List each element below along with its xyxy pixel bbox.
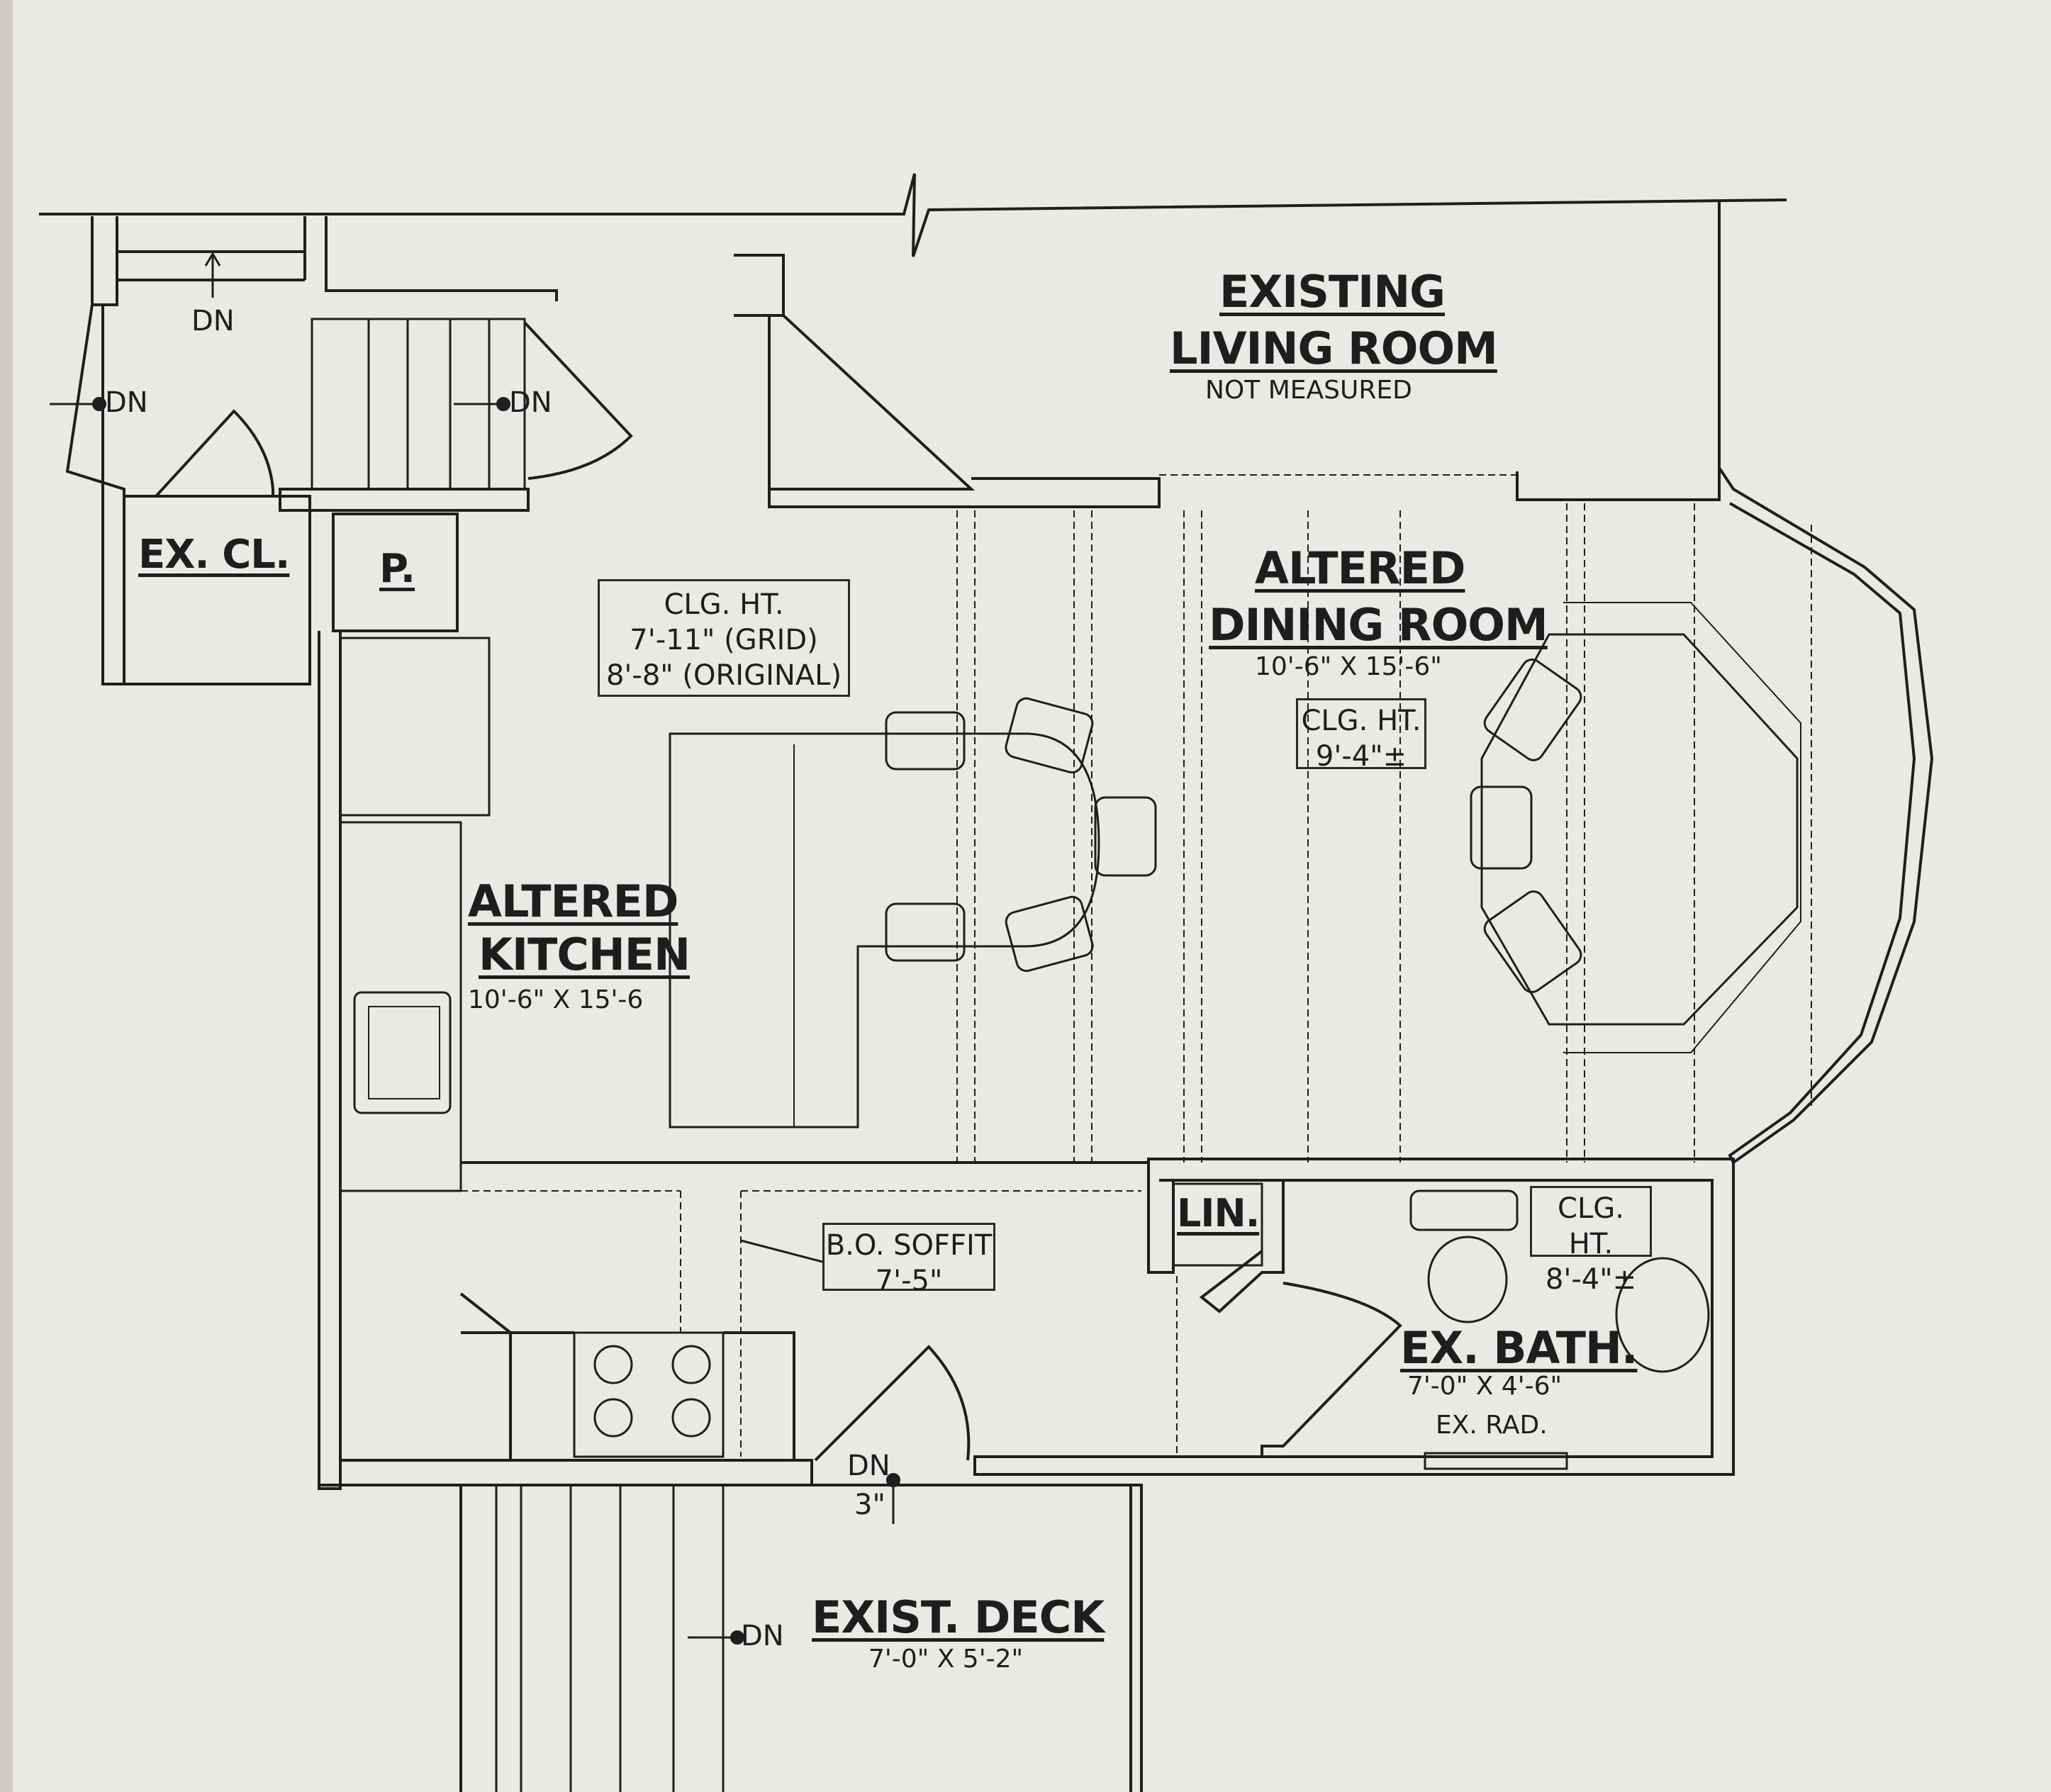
dn-label-deck: DN [741,1620,784,1652]
chairs [885,659,1582,993]
dining-ceiling-line1: CLG. HT. [1301,705,1421,737]
main-top-wall-right [1516,202,1721,501]
deck-dims: 7'-0" X 5'-2" [868,1645,1024,1674]
dining-ceiling-line2: 9'-4"± [1315,740,1407,773]
dining-table [1480,633,1799,1026]
top-break-line [39,173,1787,257]
radiator [1424,1452,1568,1470]
stair-door [523,321,633,480]
living-room-title-line2: LIVING ROOM [1170,323,1498,374]
bath-door [1261,1282,1402,1457]
soffit-line1: B.O. SOFFIT [825,1229,993,1262]
bath-ceiling-line2: 8'-4"± [1545,1263,1637,1296]
bath-dims: 7'-0" X 4'-6" [1407,1372,1563,1401]
deck-outline [459,1484,1143,1792]
kitchen-counter-left [339,821,462,1192]
dining-ceiling-note: CLG. HT. 9'-4"± [1296,698,1426,773]
kitchen-ceiling-line1: CLG. HT. [664,588,784,621]
dining-room-dims: 10'-6" X 15'-6" [1255,652,1442,681]
linen-closet [1172,1182,1263,1267]
bath-radiator-note: EX. RAD. [1436,1411,1548,1440]
dn-arrows [50,252,895,1639]
stair-block-walls [91,216,558,306]
toilet-tank [1409,1189,1519,1231]
pantry-title: P. [379,546,415,592]
lower-counter [459,1292,795,1460]
sink-basin [368,1006,440,1099]
fridge [339,637,491,817]
dn-label-stair: DN [509,386,552,419]
bath-ceiling-line1: CLG. HT. [1558,1192,1624,1260]
back-door [814,1345,971,1462]
soffit-note: B.O. SOFFIT 7'-5" [822,1223,995,1297]
toilet-bowl [1427,1236,1508,1323]
closet-walls [123,495,311,685]
kitchen-title-line1: ALTERED [468,875,678,927]
bath-ceiling-note: CLG. HT. 8'-4"± [1530,1186,1652,1296]
ceiling-grid-lines [347,503,1812,1457]
bath-title: EX. BATH. [1400,1322,1638,1374]
kitchen-island [669,732,1100,1129]
sink [353,991,452,1114]
living-room-note: NOT MEASURED [1205,376,1412,405]
deck-title: EXIST. DECK [812,1591,1105,1643]
stair-dots [92,397,900,1645]
dn-label-top: DN [191,305,235,337]
kitchen-bottom-wall [461,1158,1735,1476]
kitchen-ceiling-line3: 8'-8" (ORIGINAL) [605,659,842,692]
dn-label-left: DN [105,386,148,419]
dn-label-door: DN [847,1450,890,1482]
kitchen-title-line2: KITCHEN [479,929,691,980]
mid-top-wall [279,488,530,512]
kitchen-ceiling-line2: 7'-11" (GRID) [630,624,818,656]
dining-room-title-line2: DINING ROOM [1209,599,1548,651]
soffit-line2: 7'-5" [875,1265,943,1297]
dining-room-title-line1: ALTERED [1255,542,1465,594]
living-room-title-line1: EXISTING [1219,266,1446,318]
door-step-label: 3" [854,1489,885,1521]
linen-title: LIN. [1177,1191,1260,1236]
main-top-wall [768,477,1161,508]
range-burners [593,1345,711,1438]
closet-door [155,409,274,498]
rug-outline [1563,602,1801,1053]
fireplace-chase [734,254,976,491]
kitchen-ceiling-note: CLG. HT. 7'-11" (GRID) 8'-8" (ORIGINAL) [598,579,850,697]
bath-sink [1615,1257,1710,1373]
kitchen-dims: 10'-6" X 15'-6 [468,985,644,1014]
pantry [332,513,459,632]
range [573,1331,725,1458]
paper-shadow-edge [0,0,13,1792]
closet-title: EX. CL. [138,532,290,578]
